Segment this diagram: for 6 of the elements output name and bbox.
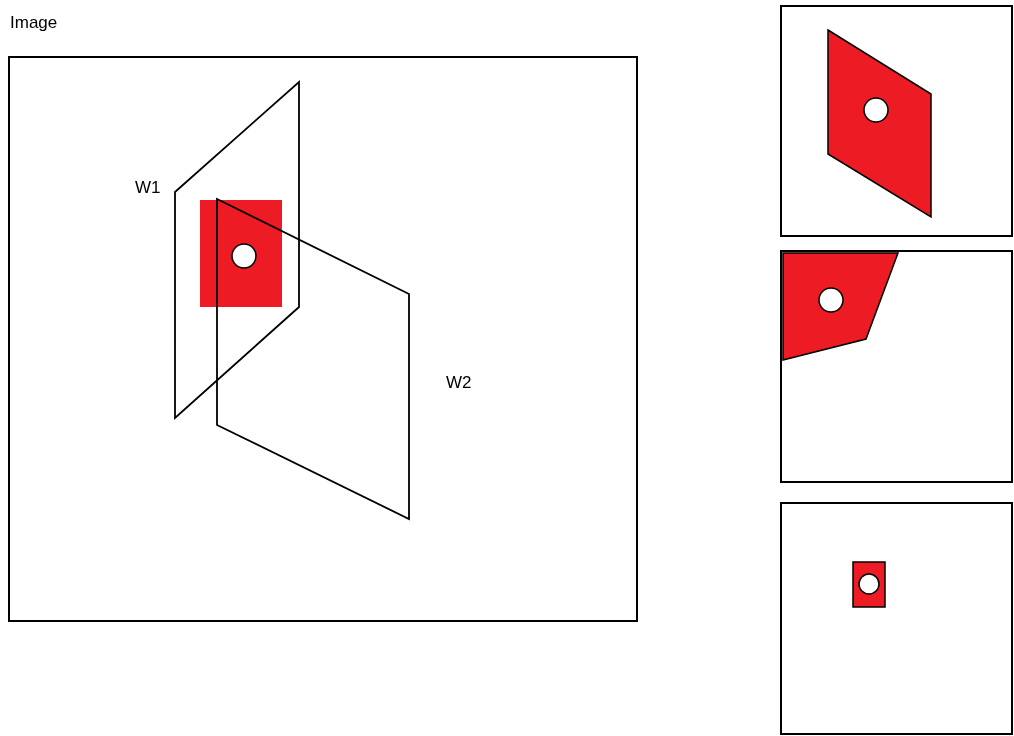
view-panel: [780, 502, 1013, 735]
view-panel: [780, 5, 1013, 237]
window-label: W1: [135, 177, 161, 199]
window-label: W2: [446, 372, 472, 394]
view-panel: [780, 250, 1013, 483]
frame-heading: Image: [10, 12, 58, 34]
